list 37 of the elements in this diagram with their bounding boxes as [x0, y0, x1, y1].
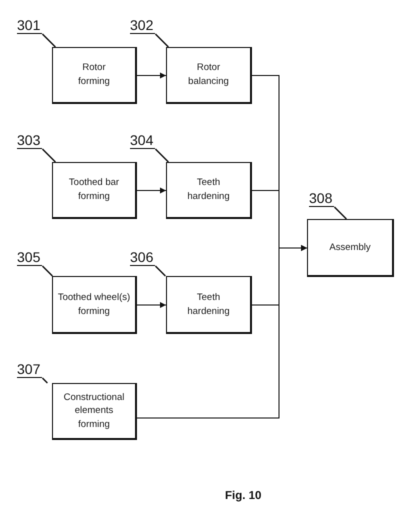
process-box [166, 276, 252, 334]
process-box [166, 47, 252, 104]
flow-arrow [136, 302, 166, 308]
reference-numeral: 308 [309, 191, 334, 207]
reference-numeral: 304 [130, 133, 156, 149]
step-label: Rotor balancing [187, 61, 230, 89]
leader-line [42, 266, 53, 276]
leader-line [334, 206, 347, 220]
process-box [307, 219, 394, 277]
step-label: Constructional elements forming [62, 390, 126, 432]
flow-arrow [136, 188, 166, 194]
reference-numeral: 307 [17, 362, 42, 378]
reference-numeral: 305 [17, 250, 42, 266]
leader-line [154, 148, 169, 162]
step-label: Rotor forming [77, 61, 111, 89]
reference-numeral: 302 [130, 18, 156, 34]
step-label: Toothed wheel(s) forming [56, 290, 132, 318]
step-label: Toothed bar forming [68, 176, 120, 204]
step-label: Assembly [329, 240, 371, 254]
reference-numeral: 301 [17, 18, 42, 34]
process-box [166, 162, 252, 219]
leader-line [42, 148, 56, 162]
leader-line [42, 378, 48, 384]
flow-arrow [136, 72, 166, 78]
step-label: Teeth hardening [186, 176, 231, 204]
reference-numeral: 306 [130, 250, 156, 266]
flow-arrow [136, 245, 308, 418]
process-box [52, 276, 137, 334]
leader-line [154, 34, 169, 48]
process-box [52, 162, 137, 219]
leader-line [42, 34, 56, 48]
process-box [52, 47, 137, 104]
process-box [52, 383, 137, 440]
reference-numeral: 303 [17, 133, 42, 149]
step-label: Teeth hardening [186, 290, 231, 318]
leader-line [154, 266, 166, 276]
figure-caption: Fig. 10 [225, 490, 262, 502]
